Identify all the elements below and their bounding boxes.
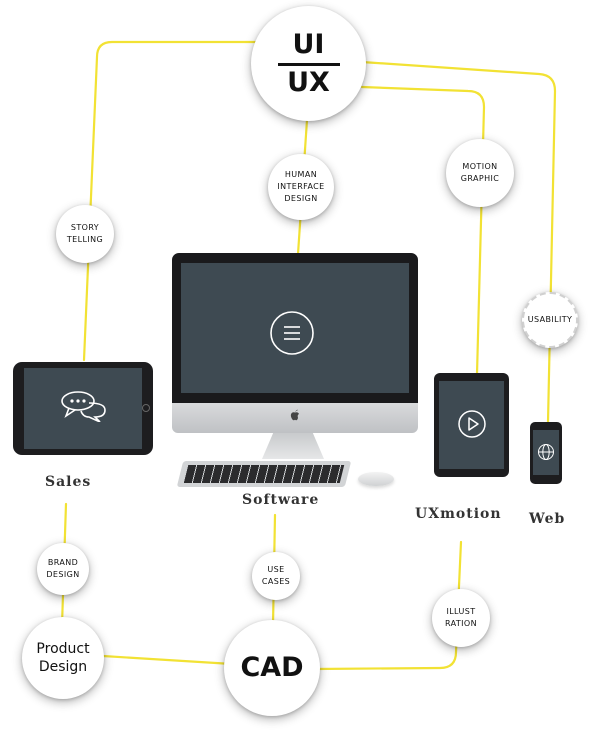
connector-product-to-cad [101,654,234,666]
connector-hub-to-sales [82,40,257,362]
cad-label: CAD [240,652,304,683]
ui-ux-hub: UI UX [251,6,366,121]
keyboard [176,461,352,487]
ipad-screen [439,381,504,469]
monitor-stand [262,433,324,459]
tablet-screen [24,368,142,449]
mouse [358,472,394,486]
label-software: Software [242,492,320,508]
apple-logo-icon [290,409,299,421]
label-web: Web [529,511,566,527]
play-icon [458,410,486,438]
phone-device [530,422,562,484]
node-cad: CAD [224,620,320,716]
ui-label: UI [292,28,325,60]
globe-icon [538,444,554,460]
label-sales: Sales [45,474,92,490]
tablet-device [13,362,153,455]
monitor-screen [181,263,409,393]
tablet-home-button [142,404,150,412]
monitor-device [172,253,418,433]
label-uxmotion: UXmotion [415,506,502,522]
ux-label: UX [287,66,330,98]
ipad-device [434,373,509,477]
chat-bubbles-icon [61,391,106,422]
connector-hub-to-web [360,60,557,424]
connector-hub-to-uxmotion [360,85,486,376]
ui-ux-divider [277,62,340,66]
node-usability: USABILITY [522,292,578,348]
connector-cad-to-uxmotion [312,540,463,671]
menu-icon [270,311,314,355]
